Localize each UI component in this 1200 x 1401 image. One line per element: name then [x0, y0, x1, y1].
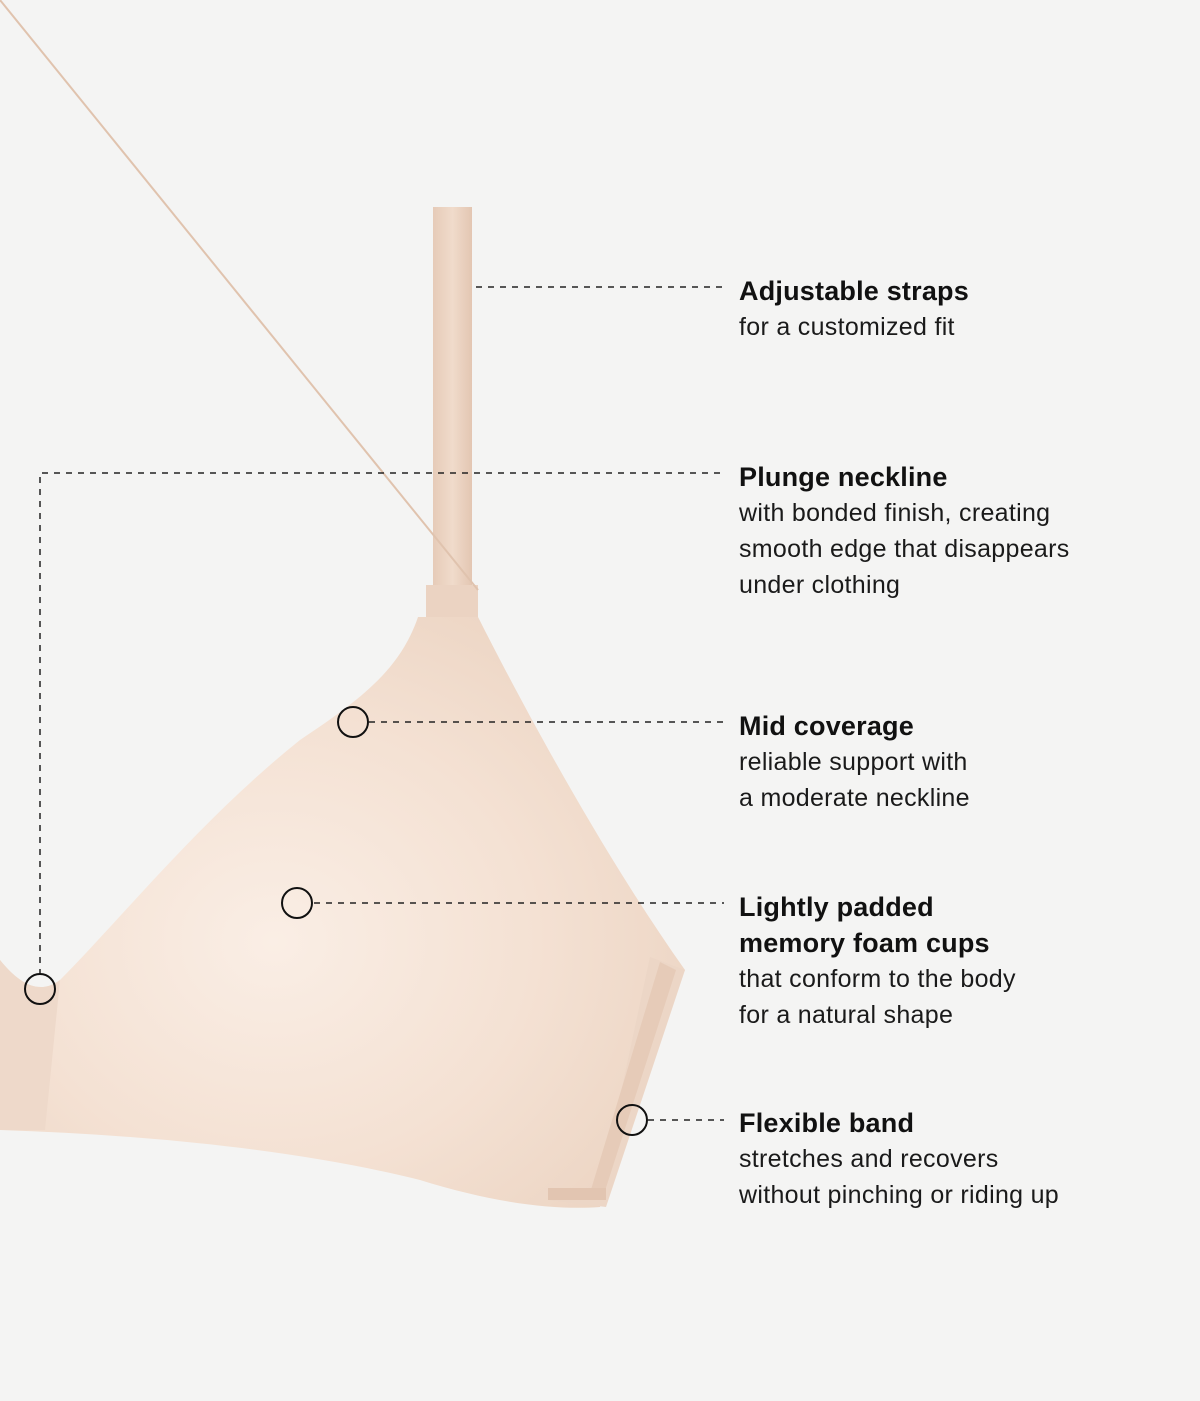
- feature-description: for a natural shape: [739, 1001, 954, 1029]
- marker-plunge-icon[interactable]: [24, 973, 56, 1005]
- feature-title: Lightly padded: [739, 892, 934, 922]
- feature-description: under clothing: [739, 571, 901, 599]
- band-elastic: [590, 962, 676, 1197]
- feature-description: reliable support with: [739, 748, 968, 776]
- marker-mid-icon[interactable]: [337, 706, 369, 738]
- feature-title: Flexible band: [739, 1108, 915, 1138]
- band-hook-edge: [548, 1188, 606, 1200]
- leader-lines: [39, 286, 724, 1121]
- feature-description: with bonded finish, creating: [739, 499, 1051, 527]
- feature-title: Adjustable straps: [739, 276, 969, 306]
- bra-cup: [0, 617, 685, 1208]
- feature-flexible-band: Flexible band stretches and recovers wit…: [739, 1105, 1179, 1213]
- strap: [433, 207, 472, 617]
- feature-description: for a customized fit: [739, 313, 955, 341]
- feature-plunge-neckline: Plunge neckline with bonded finish, crea…: [739, 459, 1179, 603]
- feature-mid-coverage: Mid coverage reliable support with a mod…: [739, 708, 1179, 816]
- feature-title: Mid coverage: [739, 711, 914, 741]
- feature-title: memory foam cups: [739, 928, 990, 958]
- feature-lightly-padded-cups: Lightly padded memory foam cups that con…: [739, 889, 1179, 1033]
- strap-seam: [0, 0, 479, 591]
- strap-adjuster: [426, 585, 478, 621]
- feature-description: stretches and recovers: [739, 1145, 999, 1173]
- feature-description: a moderate neckline: [739, 784, 970, 812]
- feature-description: without pinching or riding up: [739, 1181, 1060, 1209]
- feature-title: Plunge neckline: [739, 462, 948, 492]
- feature-adjustable-straps: Adjustable straps for a customized fit: [739, 273, 1179, 345]
- feature-description: smooth edge that disappears: [739, 535, 1070, 563]
- marker-band-icon[interactable]: [616, 1104, 648, 1136]
- feature-description: that conform to the body: [739, 965, 1016, 993]
- marker-padded-icon[interactable]: [281, 887, 313, 919]
